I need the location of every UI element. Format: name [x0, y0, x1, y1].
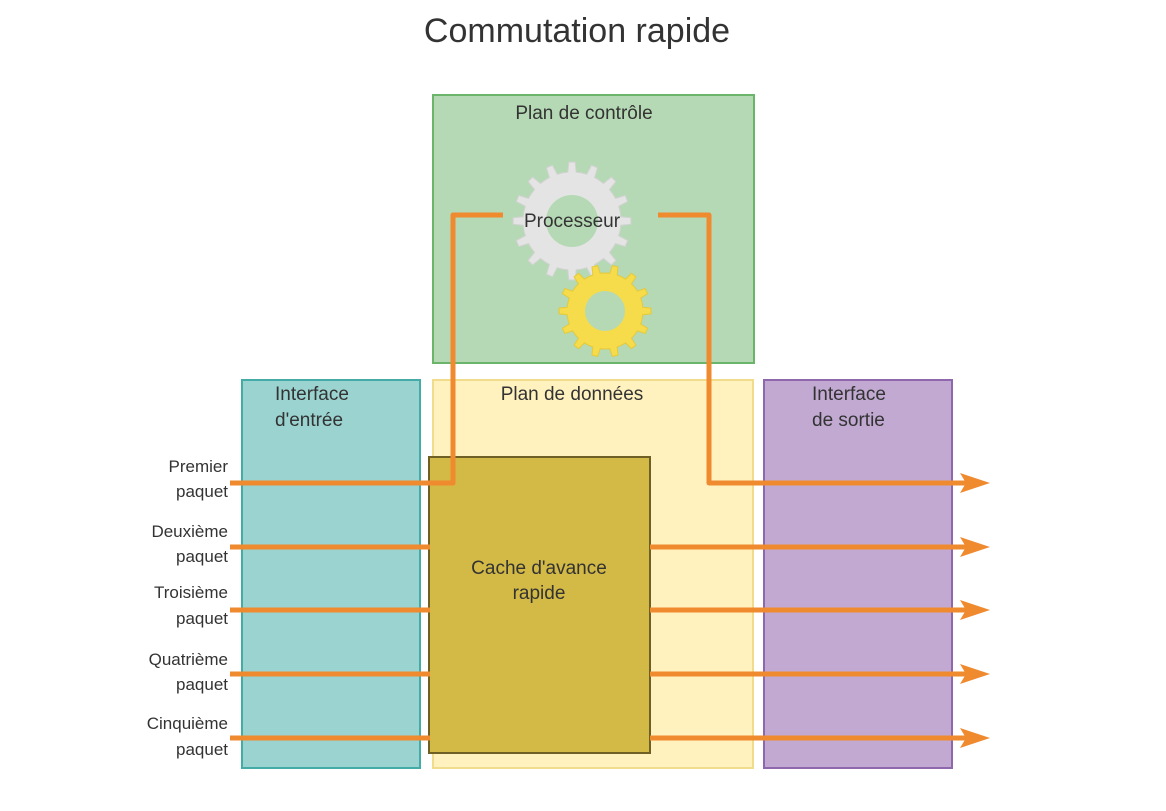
- packet-5-label-line2: paquet: [176, 740, 228, 759]
- ingress-label-line1: Interface: [275, 384, 349, 405]
- small-gear-icon: [558, 265, 652, 357]
- packet-3-label-line2: paquet: [176, 609, 228, 628]
- packet-5-label-line1: Cinquième: [147, 714, 228, 733]
- processor-label: Processeur: [524, 211, 621, 232]
- packet-4-label-line2: paquet: [176, 675, 228, 694]
- cache-label-line1: Cache d'avance: [471, 558, 607, 579]
- egress-label-line1: Interface: [812, 384, 886, 405]
- packet-4-label-line1: Quatrième: [149, 650, 228, 669]
- diagram-title: Commutation rapide: [424, 12, 730, 50]
- first-packet-path-in: [230, 212, 503, 486]
- packet-1-label-line2: paquet: [176, 482, 228, 501]
- packet-2-label-line1: Deuxième: [151, 522, 228, 541]
- ingress-interface-box: [241, 379, 421, 769]
- egress-interface-box: [763, 379, 953, 769]
- packet-3-label-line1: Troisième: [154, 583, 228, 602]
- packet-arrow-4: [230, 664, 990, 684]
- packet-arrow-2: [230, 537, 990, 557]
- ingress-label-line2: d'entrée: [275, 410, 343, 431]
- first-packet-path-out: [658, 212, 966, 486]
- first-packet-arrowhead: [960, 473, 990, 493]
- egress-label-line2: de sortie: [812, 410, 885, 431]
- data-plane-label: Plan de données: [501, 384, 644, 405]
- packet-2-label-line2: paquet: [176, 547, 228, 566]
- gear-icon: [512, 161, 632, 281]
- packet-arrow-5: [230, 728, 990, 748]
- fast-cache-box: [428, 456, 651, 754]
- control-plane-label: Plan de contrôle: [515, 103, 652, 124]
- packet-arrow-3: [230, 600, 990, 620]
- packet-1-label-line1: Premier: [168, 457, 228, 476]
- cache-label-line2: rapide: [513, 583, 566, 604]
